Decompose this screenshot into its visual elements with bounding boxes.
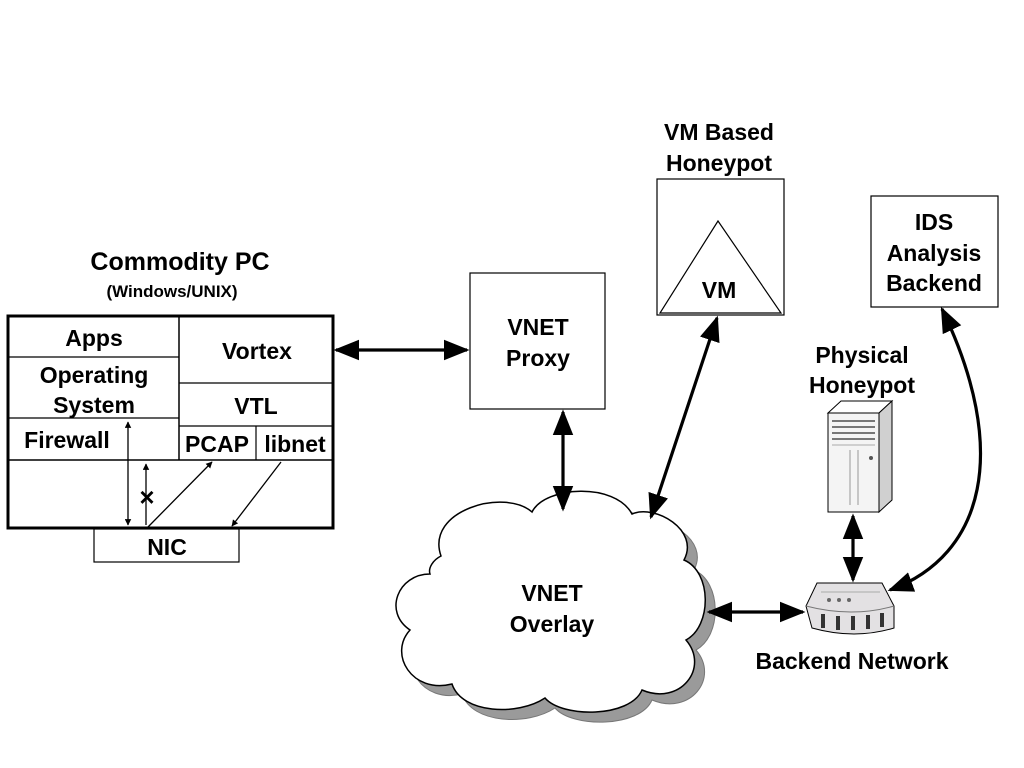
- physical-honeypot-label-line1: Physical: [815, 342, 908, 368]
- vnet-overlay-label-line1: VNET: [521, 580, 582, 606]
- cloud-shape: [395, 490, 706, 713]
- physical-honeypot: Physical Honeypot: [809, 342, 915, 514]
- vnet-proxy-label-line2: Proxy: [506, 345, 570, 371]
- commodity-pc-title: Commodity PC: [90, 248, 269, 276]
- nic-box: [93, 528, 240, 563]
- ids-switch-link: [887, 306, 983, 592]
- vnet-overlay-label-line2: Overlay: [510, 611, 595, 637]
- backend-network-label: Backend Network: [755, 648, 948, 674]
- vnet-proxy-label-line1: VNET: [507, 314, 568, 340]
- switch-icon: [805, 582, 895, 635]
- connectors: [333, 306, 983, 623]
- vm-honeypot-title-line1: VM Based: [664, 119, 774, 145]
- nic-label: NIC: [147, 534, 187, 560]
- backend-network: Backend Network: [755, 582, 949, 674]
- apps-label: Apps: [65, 325, 123, 351]
- vtl-label: VTL: [234, 393, 277, 419]
- vm-honeypot-title-line2: Honeypot: [666, 150, 772, 176]
- nic-to-pcap-arrow: [147, 461, 213, 528]
- overlay-vm-link: [648, 315, 720, 520]
- vnet-proxy: VNET Proxy: [469, 272, 606, 410]
- server-icon: [826, 399, 894, 514]
- commodity-pc-box: [6, 314, 335, 530]
- operating-system-label-line1: Operating: [40, 362, 149, 388]
- blocked-mark: ×: [139, 482, 154, 512]
- libnet-to-nic-arrow: [231, 461, 282, 527]
- commodity-pc-subtitle: (Windows/UNIX): [106, 282, 237, 301]
- ids-label-line1: IDS: [915, 209, 953, 235]
- commodity-pc: Commodity PC (Windows/UNIX) Apps Operati…: [6, 248, 335, 563]
- firewall-label: Firewall: [24, 427, 110, 453]
- vm-label: VM: [702, 277, 737, 303]
- ids-label-line2: Analysis: [887, 240, 982, 266]
- physical-honeypot-label-line2: Honeypot: [809, 372, 915, 398]
- vm-triangle: [658, 219, 783, 314]
- operating-system-label-line2: System: [53, 392, 135, 418]
- vm-honeypot: VM Based Honeypot VM: [656, 119, 785, 316]
- pcap-label: PCAP: [185, 431, 249, 457]
- ids-label-line3: Backend: [886, 270, 982, 296]
- vortex-label: Vortex: [222, 338, 292, 364]
- vnet-overlay-cloud: VNET Overlay: [395, 490, 716, 723]
- libnet-label: libnet: [264, 431, 326, 457]
- vnet-proxy-box: [469, 272, 606, 410]
- ids-backend: IDS Analysis Backend: [870, 195, 999, 308]
